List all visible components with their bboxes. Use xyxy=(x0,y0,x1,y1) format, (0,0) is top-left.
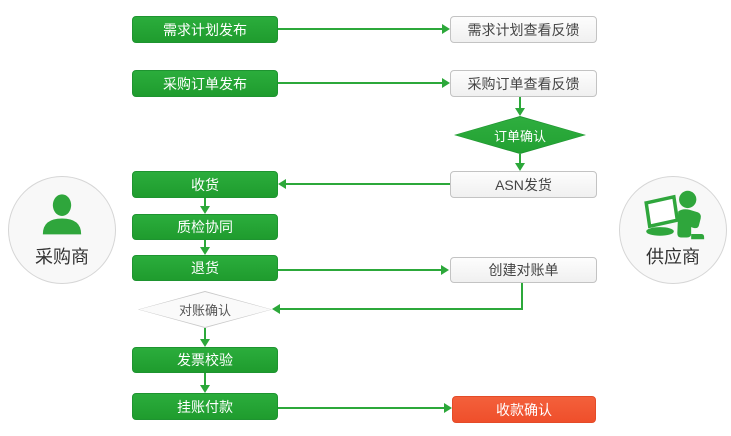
arrowhead-down-icon xyxy=(200,339,210,347)
arrowhead-down-icon xyxy=(200,247,210,255)
connector-payment-receipt xyxy=(278,407,445,409)
node-receive-goods: 收货 xyxy=(132,171,278,198)
connector-invoice-payment xyxy=(204,373,206,386)
connector-recon-invoice xyxy=(204,328,206,340)
person-laptop-icon xyxy=(641,187,705,241)
actor-label: 采购商 xyxy=(35,247,89,267)
connector-statement-elbow-v xyxy=(521,283,523,310)
decision-label: 对账确认 xyxy=(178,303,231,318)
node-purchase-order-publish: 采购订单发布 xyxy=(132,70,278,97)
connector-return-statement xyxy=(278,269,442,271)
decision-reconciliation-confirm: 对账确认 xyxy=(138,291,272,328)
person-icon xyxy=(37,187,87,241)
node-purchase-order-feedback: 采购订单查看反馈 xyxy=(450,70,597,97)
connector-statement-elbow-h xyxy=(280,308,523,310)
actor-supplier: 供应商 xyxy=(619,176,727,284)
arrowhead-left-icon xyxy=(272,304,280,314)
connector-asn-receive xyxy=(286,183,450,185)
node-account-payment: 挂账付款 xyxy=(132,393,278,420)
arrowhead-down-icon xyxy=(515,108,525,116)
node-asn-shipment: ASN发货 xyxy=(450,171,597,198)
node-invoice-verification: 发票校验 xyxy=(132,347,278,373)
node-quality-inspection: 质检协同 xyxy=(132,214,278,240)
node-return-goods: 退货 xyxy=(132,255,278,281)
node-demand-plan-feedback: 需求计划查看反馈 xyxy=(450,16,597,43)
actor-buyer: 采购商 xyxy=(8,176,116,284)
arrowhead-right-icon xyxy=(442,24,450,34)
connector-qc-return xyxy=(204,240,206,248)
connector-to-order-confirm xyxy=(519,97,521,109)
node-payment-receipt-confirm: 收款确认 xyxy=(452,396,596,423)
connector-demand xyxy=(278,28,443,30)
arrowhead-right-icon xyxy=(441,265,449,275)
node-demand-plan-publish: 需求计划发布 xyxy=(132,16,278,43)
arrowhead-down-icon xyxy=(200,206,210,214)
decision-order-confirm: 订单确认 xyxy=(454,116,586,154)
decision-label: 订单确认 xyxy=(493,128,546,144)
actor-label: 供应商 xyxy=(646,247,700,267)
connector-to-asn xyxy=(519,154,521,164)
connector-receive-qc xyxy=(204,198,206,207)
arrowhead-right-icon xyxy=(442,78,450,88)
connector-po xyxy=(278,82,443,84)
node-create-statement: 创建对账单 xyxy=(450,257,597,283)
arrowhead-down-icon xyxy=(515,163,525,171)
arrowhead-down-icon xyxy=(200,385,210,393)
arrowhead-right-icon xyxy=(444,403,452,413)
arrowhead-left-icon xyxy=(278,179,286,189)
